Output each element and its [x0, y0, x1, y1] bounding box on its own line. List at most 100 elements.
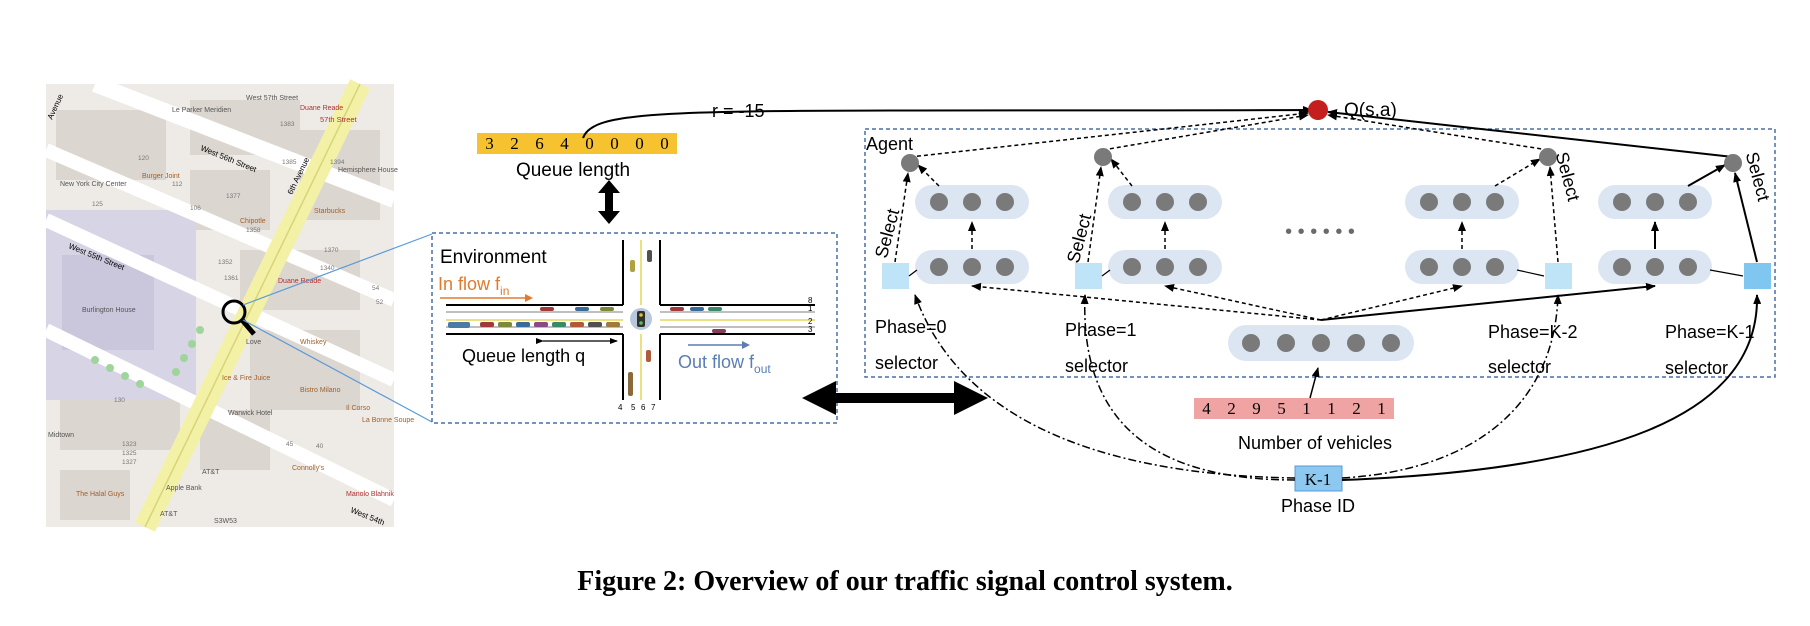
- phase-id-value: K-1: [1305, 470, 1331, 489]
- phase-route-arrow: [1341, 294, 1562, 479]
- hidden-node: [1420, 193, 1438, 211]
- map-lot-number: 1385: [282, 159, 297, 166]
- map-lot-number: 1325: [122, 450, 137, 457]
- phase-selector-label: Phase=K-1: [1665, 322, 1755, 342]
- lane-number: 2: [808, 317, 813, 326]
- lane-number: 1: [808, 304, 813, 313]
- phase-selector-module: Select: [1063, 148, 1222, 289]
- vehicle-cell: [1344, 398, 1369, 419]
- vehicle-cell: [1294, 398, 1319, 419]
- queue-cell-value: 0: [635, 134, 644, 153]
- map-place-label: Apple Bank: [166, 485, 202, 492]
- queue-cell: [477, 133, 502, 154]
- phase-route-arrow: [1080, 294, 1296, 481]
- vehicle-cell: [1194, 398, 1219, 419]
- phase-selector-sublabel: selector: [1065, 356, 1128, 376]
- map-place-label: S3W53: [214, 518, 237, 525]
- map-lot-number: 1377: [226, 193, 241, 200]
- map-place-label: Le Parker Meridien: [172, 107, 231, 114]
- selector-gate: [1545, 263, 1572, 289]
- queue-cell: [602, 133, 627, 154]
- hidden-node: [1156, 258, 1174, 276]
- phase-selector-module: Select: [1598, 150, 1774, 289]
- vehicle-cell-value: 2: [1352, 399, 1361, 418]
- map-place-label: Duane Reade: [278, 278, 321, 285]
- zoom-line: [242, 233, 433, 306]
- map-place-label: Love: [246, 339, 261, 346]
- phase-id-box: K-1 Phase ID: [1281, 465, 1355, 516]
- select-label: Select: [1552, 150, 1584, 204]
- map-place-label: Manolo Blahnik: [346, 491, 394, 498]
- queue-cell-value: 0: [660, 134, 669, 153]
- queue-cell: [577, 133, 602, 154]
- lane-number: 3: [808, 325, 813, 334]
- selector-gate: [882, 263, 909, 289]
- map-place-label: Burlington House: [82, 307, 136, 314]
- map-lot-number: 112: [172, 181, 183, 188]
- queue-cell: [627, 133, 652, 154]
- phase-route-arrow: [1341, 294, 1762, 481]
- queue-cell: [652, 133, 677, 154]
- map-place-label: The Halal Guys: [76, 491, 125, 498]
- shared-embedding-node: [1347, 334, 1365, 352]
- vehicle-cell: [1219, 398, 1244, 419]
- selector-gate: [1075, 263, 1102, 289]
- hidden-node: [1613, 258, 1631, 276]
- hidden-node: [1486, 258, 1504, 276]
- map-lot-number: 130: [114, 397, 125, 404]
- map-lot-number: 1327: [122, 459, 137, 466]
- hidden-node: [1123, 258, 1141, 276]
- map-place-label: Whiskey: [300, 339, 327, 346]
- hidden-node: [996, 258, 1014, 276]
- hidden-node: [1420, 258, 1438, 276]
- queue-cell-value: 0: [585, 134, 594, 153]
- ellipsis: • • • • • •: [1285, 221, 1355, 243]
- phase-selector-sublabel: selector: [1488, 357, 1551, 377]
- hidden-node: [963, 258, 981, 276]
- vehicle-cell: [1244, 398, 1269, 419]
- hidden-node: [1189, 258, 1207, 276]
- vehicle-cell-value: 1: [1377, 399, 1386, 418]
- output-node: [1724, 154, 1742, 172]
- queue-cell: [552, 133, 577, 154]
- map-place-label: Warwick Hotel: [228, 410, 273, 417]
- hidden-node: [1613, 193, 1631, 211]
- map-lot-number: 45: [286, 441, 294, 448]
- map-lot-number: 52: [376, 299, 384, 306]
- map-place-label: Bistro Milano: [300, 387, 341, 394]
- map-place-label: Ice & Fire Juice: [222, 375, 270, 382]
- queue-cell: [527, 133, 552, 154]
- vehicle-cell-value: 9: [1252, 399, 1261, 418]
- hidden-node: [1679, 258, 1697, 276]
- hidden-node: [1453, 258, 1471, 276]
- map-lot-number: 1370: [324, 247, 339, 254]
- lane-number: 8: [808, 296, 813, 305]
- queue-length-label: Queue length: [516, 160, 630, 181]
- hidden-node: [1646, 258, 1664, 276]
- output-node: [1094, 148, 1112, 166]
- phase-selector-label: Phase=K-2: [1488, 322, 1578, 342]
- vehicle-cell-value: 4: [1202, 399, 1211, 418]
- shared-embedding-node: [1242, 334, 1260, 352]
- phase-selector-sublabel: selector: [1665, 358, 1728, 378]
- map-place-label: AT&T: [202, 469, 220, 476]
- environment-title: Environment: [440, 247, 547, 268]
- hidden-node: [1679, 193, 1697, 211]
- queue-cell-value: 4: [560, 134, 569, 153]
- hidden-node: [1189, 193, 1207, 211]
- hidden-node: [963, 193, 981, 211]
- vehicle-cell-value: 2: [1227, 399, 1236, 418]
- queue-cell: [502, 133, 527, 154]
- reward-label: r = -15: [712, 101, 765, 121]
- map-lot-number: 1394: [330, 159, 345, 166]
- lane-number: 7: [651, 403, 656, 412]
- hidden-node: [996, 193, 1014, 211]
- phase-selector-label: Phase=0: [875, 317, 947, 337]
- vehicle-cell: [1369, 398, 1394, 419]
- queue-env-double-arrow: [598, 180, 620, 224]
- hidden-node: [1453, 193, 1471, 211]
- map-lot-number: 1383: [280, 121, 295, 128]
